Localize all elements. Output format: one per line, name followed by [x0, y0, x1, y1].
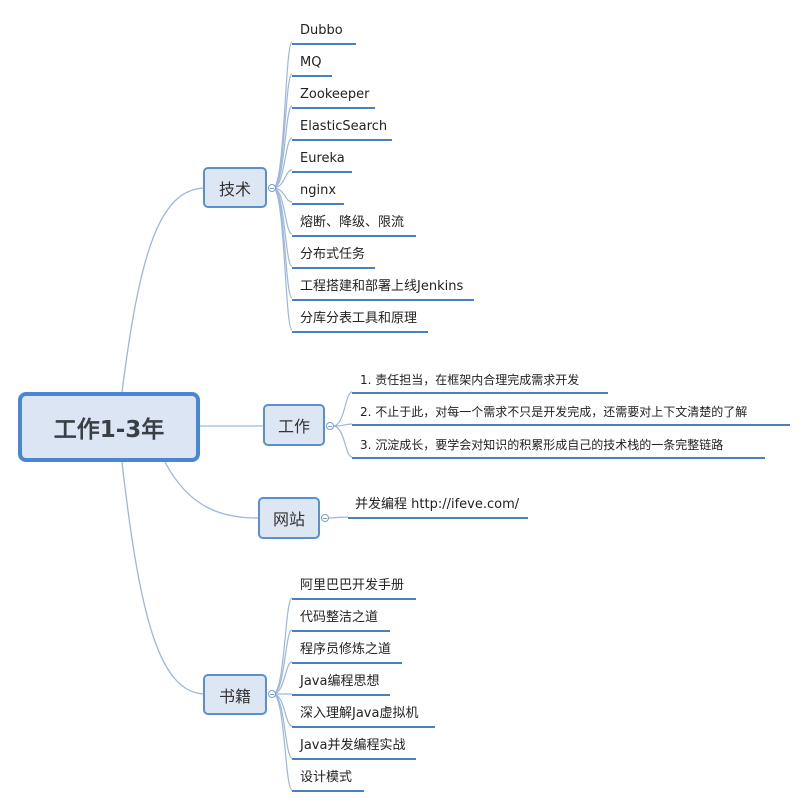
link-root-site — [164, 461, 259, 519]
book-item[interactable]: 阿里巴巴开发手册 — [300, 578, 405, 593]
book-item[interactable]: 代码整洁之道 — [300, 610, 379, 625]
book-item[interactable]: 深入理解Java虚拟机 — [300, 706, 419, 721]
book-item[interactable]: Java编程思想 — [300, 674, 380, 689]
books-underlines — [292, 598, 435, 792]
collapse-books-icon[interactable] — [268, 690, 276, 698]
link-root-tech — [121, 187, 205, 393]
tech-item[interactable]: MQ — [300, 55, 322, 70]
work-item[interactable]: 1. 责任担当，在框架内合理完成需求开发 — [360, 373, 580, 387]
tech-item[interactable]: 熔断、降级、限流 — [300, 215, 405, 230]
book-item[interactable]: 程序员修炼之道 — [300, 642, 392, 657]
branch-work[interactable]: 工作 — [263, 404, 325, 446]
collapse-work-icon[interactable] — [326, 422, 334, 430]
site-item[interactable]: 并发编程 http://ifeve.com/ — [355, 497, 520, 512]
collapse-site-icon[interactable] — [321, 514, 329, 522]
branch-site[interactable]: 网站 — [258, 497, 320, 539]
tech-item[interactable]: ElasticSearch — [300, 119, 388, 134]
work-underlines — [352, 392, 790, 459]
tech-item[interactable]: 分布式任务 — [300, 247, 366, 262]
work-item[interactable]: 2. 不止于此，对每一个需求不只是开发完成，还需要对上下文清楚的了解 — [360, 405, 748, 419]
root-node[interactable]: 工作1-3年 — [18, 392, 200, 462]
branch-books-label: 书籍 — [218, 686, 251, 706]
tech-underlines — [292, 43, 474, 333]
tech-item[interactable]: 工程搭建和部署上线Jenkins — [300, 279, 464, 294]
branch-books[interactable]: 书籍 — [203, 674, 267, 715]
books-leaf-links — [272, 597, 293, 791]
book-item[interactable]: 设计模式 — [300, 770, 353, 785]
tech-item[interactable]: Eureka — [300, 151, 345, 166]
work-leaf-links — [332, 391, 353, 458]
branch-work-label: 工作 — [277, 417, 310, 436]
collapse-tech-icon[interactable] — [268, 184, 276, 192]
branch-site-label: 网站 — [272, 510, 305, 529]
branch-tech[interactable]: 技术 — [203, 167, 267, 208]
book-item[interactable]: Java并发编程实战 — [300, 738, 406, 753]
tech-item[interactable]: Zookeeper — [300, 87, 370, 102]
tech-item[interactable]: 分库分表工具和原理 — [300, 311, 418, 326]
site-leaf-links — [326, 516, 349, 519]
tech-item[interactable]: nginx — [300, 183, 337, 198]
root-label: 工作1-3年 — [53, 417, 165, 443]
tech-leaf-links — [272, 41, 293, 331]
tech-item[interactable]: Dubbo — [300, 23, 343, 38]
branch-tech-label: 技术 — [218, 179, 251, 199]
work-item[interactable]: 3. 沉淀成长，要学会对知识的积累形成自己的技术栈的一条完整链路 — [360, 438, 724, 452]
link-root-books — [121, 461, 205, 695]
